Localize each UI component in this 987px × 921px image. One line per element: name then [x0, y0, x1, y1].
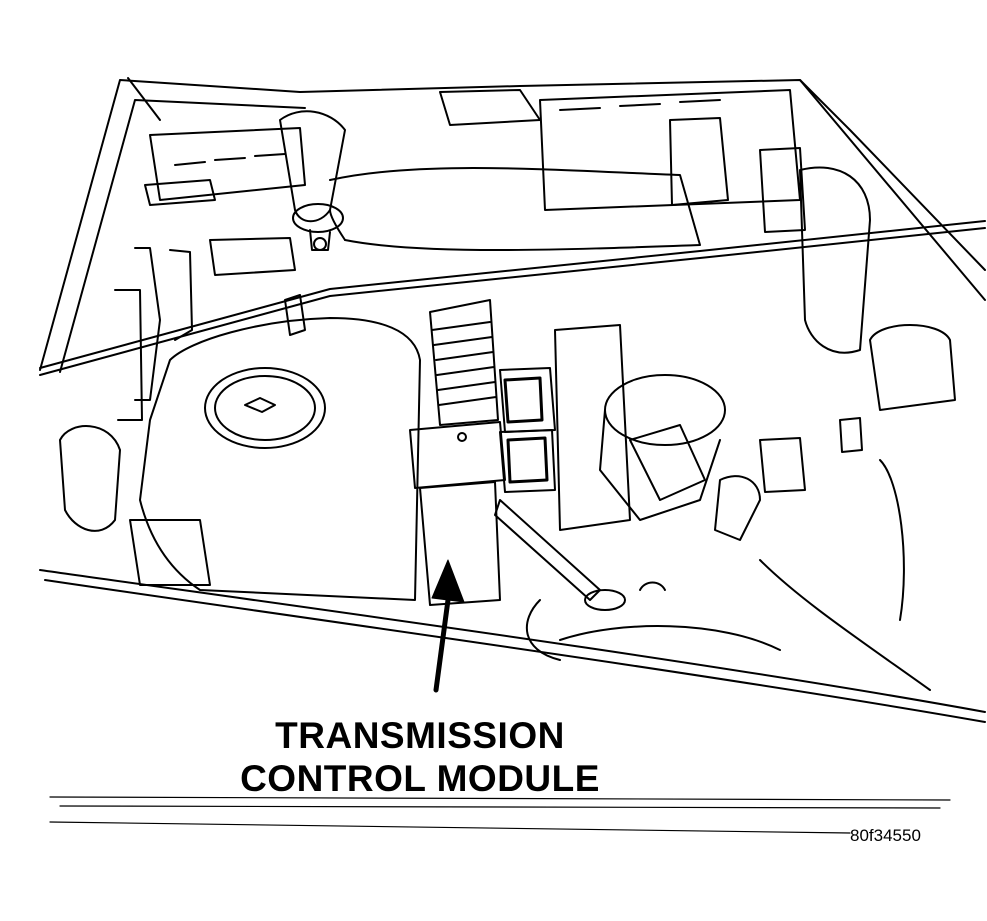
washer-reservoir — [129, 294, 421, 601]
valve-assembly — [599, 374, 761, 541]
hood-prop-rod — [39, 220, 986, 376]
radiator-cap — [292, 203, 344, 251]
left-fender-components — [59, 237, 296, 532]
callout-label-line-1: TRANSMISSION — [275, 715, 565, 756]
upper-radiator-hose — [279, 110, 701, 251]
figure-code: 80f34550 — [850, 826, 921, 845]
front-edge — [39, 569, 986, 723]
center-engine-components — [494, 324, 666, 611]
radiator-support — [144, 89, 801, 211]
separator-lines — [49, 796, 951, 834]
hood-outline — [39, 77, 986, 373]
right-side-components — [669, 117, 956, 691]
callout-label-line-2: CONTROL MODULE — [240, 758, 600, 799]
callout-arrow — [431, 559, 465, 693]
connector-block — [499, 367, 556, 493]
lower-pulley-area — [525, 599, 781, 661]
transmission-control-module — [409, 299, 506, 606]
